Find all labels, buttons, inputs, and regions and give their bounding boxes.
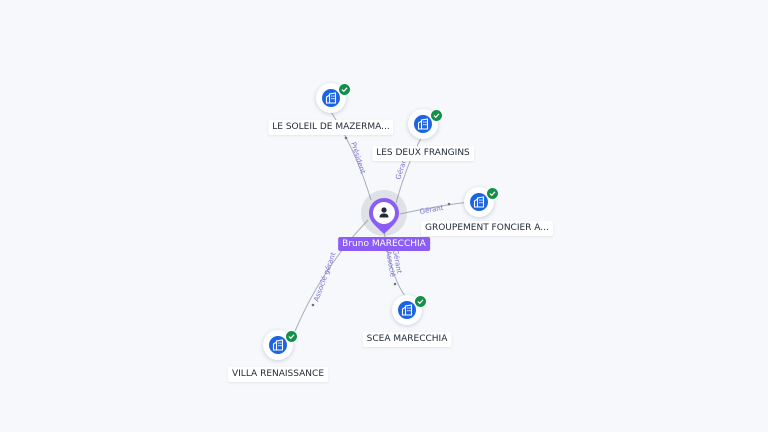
building-icon (473, 196, 485, 208)
building-icon (325, 92, 337, 104)
edge-label-villa: Associé gérant (312, 251, 337, 303)
person-icon (379, 207, 389, 218)
edge-scea-arrow (393, 282, 397, 286)
company-label[interactable]: VILLA RENAISSANCE (228, 367, 328, 382)
company-label[interactable]: LES DEUX FRANGINS (372, 146, 474, 161)
building-icon (417, 118, 429, 130)
company-circle[interactable] (408, 109, 438, 139)
building-icon (401, 304, 413, 316)
edge-soleil-arrow (344, 136, 348, 140)
verified-check-icon (430, 109, 443, 122)
company-label[interactable]: GROUPEMENT FONCIER A... (421, 221, 553, 236)
edge-label-groupement: Gérant (419, 204, 444, 216)
edge-label-scea: Gérant Associé (384, 249, 403, 278)
edge-villa-arrow (311, 303, 315, 307)
edge-label-soleil: Président (349, 141, 367, 175)
verified-check-icon (486, 187, 499, 200)
company-label[interactable]: LE SOLEIL DE MAZERMA... (268, 120, 394, 135)
verified-check-icon (285, 330, 298, 343)
edge-villa (292, 219, 369, 337)
verified-check-icon (414, 295, 427, 308)
edge-frangins (395, 134, 424, 204)
edge-groupement-arrow (447, 202, 451, 206)
person-pin[interactable] (368, 197, 400, 235)
edge-soleil (330, 111, 372, 201)
company-label[interactable]: SCEA MARECCHIA (362, 332, 452, 347)
verified-check-icon (338, 83, 351, 96)
building-icon (272, 339, 284, 351)
person-label[interactable]: Bruno MARECCHIA (338, 237, 430, 251)
